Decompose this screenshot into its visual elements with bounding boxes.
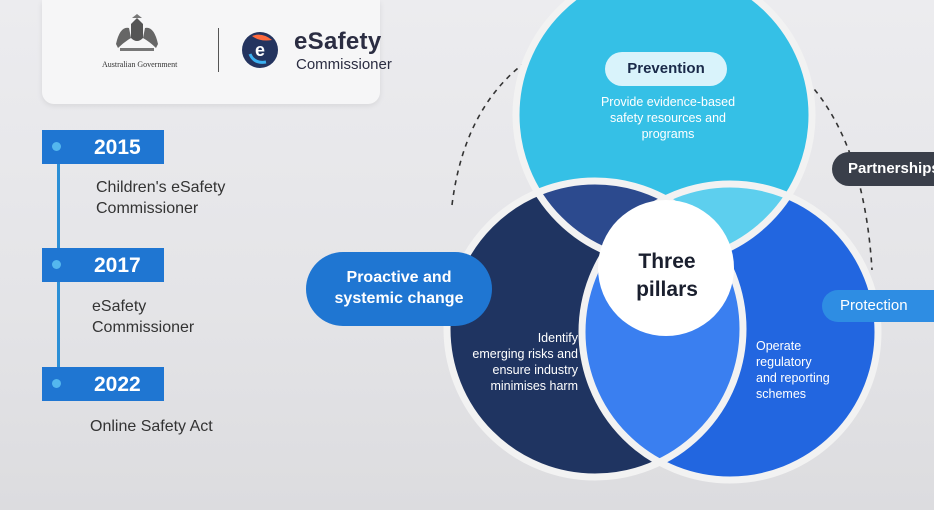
description-line: Operate: [756, 339, 802, 353]
proactive-label-line: systemic change: [334, 290, 464, 307]
brand-subtitle: Commissioner: [296, 56, 392, 73]
center-title-line: pillars: [636, 278, 698, 301]
timeline-label-line: eSafety: [92, 298, 147, 315]
government-label: Australian Government: [102, 60, 178, 69]
description-line: regulatory: [756, 355, 812, 369]
center-circle: [598, 200, 734, 336]
protection-description: Operate regulatory and reporting schemes: [756, 338, 866, 402]
description-line: emerging risks and: [472, 347, 578, 361]
center-title-line: Three: [638, 250, 696, 273]
timeline-tag-2015: 2015: [42, 130, 164, 164]
timeline-label-line: Online Safety Act: [90, 418, 213, 435]
timeline-year: 2022: [94, 373, 141, 396]
prevention-label: Prevention: [605, 52, 727, 86]
description-line: programs: [641, 127, 695, 141]
timeline-tag-2022: 2022: [42, 367, 164, 401]
description-line: Provide evidence-based: [600, 95, 736, 109]
center-title: Three pillars: [612, 248, 722, 304]
description-line: minimises harm: [490, 379, 578, 393]
logo-divider: [218, 28, 219, 72]
timeline-label-line: Commissioner: [96, 200, 199, 217]
outer-dashed-arc-right: [723, 29, 873, 271]
coat-of-arms-icon: [116, 14, 158, 51]
timeline-label-2017: eSafety Commissioner: [92, 296, 194, 338]
timeline-dot: [52, 260, 61, 269]
protection-outline: [578, 180, 882, 484]
description-line: and reporting: [756, 371, 830, 385]
description-line: schemes: [756, 387, 807, 401]
timeline-tag-2017: 2017: [42, 248, 164, 282]
partnerships-label: Partnerships: [832, 152, 934, 186]
timeline-dot: [52, 142, 61, 151]
timeline-label-2022: Online Safety Act: [90, 416, 213, 437]
timeline-year: 2017: [94, 254, 141, 277]
timeline-label-line: Commissioner: [92, 319, 195, 336]
timeline-label-2015: Children's eSafety Commissioner: [96, 177, 225, 219]
proactive-label: Proactive and systemic change: [306, 252, 492, 326]
protection-label: Protection: [822, 290, 934, 322]
svg-text:e: e: [255, 40, 265, 60]
proactive-label-line: Proactive and: [346, 269, 452, 286]
description-line: Identify: [537, 331, 578, 345]
timeline-dot: [52, 379, 61, 388]
esafety-logo-icon: e: [242, 32, 278, 68]
description-line: safety resources and: [609, 111, 727, 125]
proactive-description: Identify emerging risks and ensure indus…: [440, 330, 578, 394]
timeline-label-line: Children's eSafety: [96, 179, 226, 196]
description-line: ensure industry: [492, 363, 578, 377]
logo-card: Australian Government e eSafety Commissi…: [42, 0, 392, 104]
timeline-year: 2015: [94, 136, 141, 159]
brand-name: eSafety: [294, 28, 382, 55]
prevention-description: Provide evidence-based safety resources …: [580, 94, 756, 142]
proactive-outline: [443, 177, 747, 481]
